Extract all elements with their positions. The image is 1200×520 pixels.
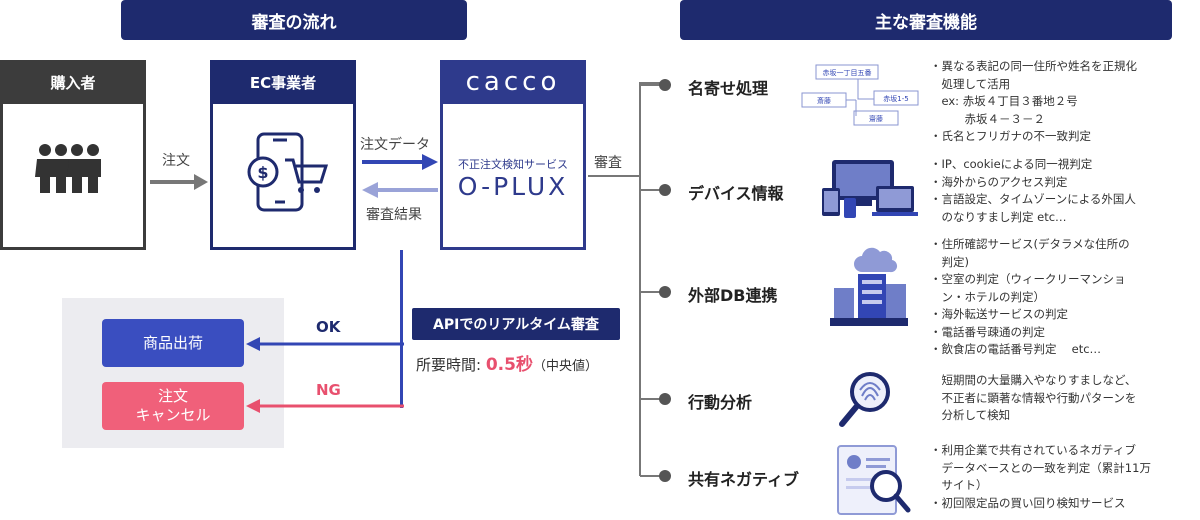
feature-dot-2 [659,184,671,196]
features-header: 主な審査機能 [680,0,1172,40]
order-data-label: 注文データ [360,137,430,153]
feature-desc-1: ・異なる表記の同一住所や姓名を正規化 処理して活用 ex: 赤坂４丁目３番地２号… [930,58,1192,146]
fingerprint-magnifier-icon [839,372,890,427]
feature-desc-line: 分析して検知 [930,408,1011,422]
feature-desc-3: ・住所確認サービス(デタラメな住所の 判定)・空室の判定（ウィークリーマンショ … [930,236,1192,359]
feature-desc-line: 処理して活用 [930,76,1011,91]
feature-desc-line: サイト） [930,478,988,492]
time-note: （中央値） [532,359,598,374]
feature-desc-line: データベースとの一致を判定（累計11万 [930,460,1151,475]
ship-button: 商品出荷 [102,319,244,367]
ec-header: EC事業者 [210,60,356,104]
feature-desc-line: のなりすまし判定 etc… [930,209,1067,224]
people-icon [35,144,101,193]
cancel-line2: キャンセル [135,406,211,424]
feature-connector-3 [640,291,666,293]
ng-label: NG [316,381,341,399]
service-subtitle: 不正注文検知サービス [458,158,568,171]
feature-desc-line: ・氏名とフリガナの不一致判定 [930,129,1091,143]
feature-connector-1 [640,84,666,86]
feature-desc-line: ・言語設定、タイムゾーンによる外国人 [930,192,1136,206]
cancel-line1: 注文 [157,387,188,405]
card-label-1: 赤坂一丁目五番 [823,68,872,77]
feature-connector-4 [640,398,666,400]
feature-desc-line: ・電話番号疎通の判定 [930,324,1045,339]
ok-label: OK [316,318,341,336]
feature-dot-4 [659,393,671,405]
feature-connector-2 [640,189,666,191]
feature-dot-1 [659,79,671,91]
feature-desc-line: ・空室の判定（ウィークリーマンショ [930,272,1126,286]
feature-desc-line: ・初回限定品の買い回り検知サービス [930,495,1126,510]
feature-dot-5 [659,470,671,482]
feature-title-3: 外部DB連携 [688,286,778,305]
ng-arrow [246,399,404,413]
card-label-2: 赤坂1-5 [883,94,908,103]
card-label-3: 斎藤 [817,96,831,105]
feature-desc-line: ・利用企業で共有されているネガティブ [930,443,1136,457]
feature-desc-5: ・利用企業で共有されているネガティブ データベースとの一致を判定（累計11万 サ… [930,442,1192,512]
buyer-header: 購入者 [0,60,146,104]
screening-line [588,175,640,177]
ok-arrow [246,337,404,351]
feature-desc-line: ・住所確認サービス(デタラメな住所の [930,237,1130,251]
feature-title-5: 共有ネガティブ [688,470,800,489]
feature-desc-line: 不正者に顕著な情報や行動パターンを [930,390,1137,405]
svg-text:$: $ [257,163,268,182]
shared-negative-icon [837,445,911,515]
feature-desc-line: ex: 赤坂４丁目３番地２号 [930,94,1078,108]
result-arrow [362,182,438,198]
cancel-button: 注文 キャンセル [102,382,244,430]
card-label-4: 齋藤 [869,114,883,123]
feature-desc-line: 赤坂４－３－２ [930,111,1045,126]
feature-connector-5 [640,475,666,477]
feature-title-2: デバイス情報 [688,184,784,203]
feature-desc-line: ・IP、cookieによる同一視判定 [930,157,1093,171]
time-label: 所要時間: [416,356,486,374]
feature-desc-2: ・IP、cookieによる同一視判定・海外からのアクセス判定・言語設定、タイムゾ… [930,156,1192,226]
time-value: 0.5秒 [485,355,533,375]
cacco-header: cacco [440,60,586,104]
feature-spine [639,82,641,476]
feature-desc-line: ・飲食店の電話番号判定 etc… [930,342,1102,356]
order-label: 注文 [162,153,190,169]
feature-desc-line: ・海外転送サービスの判定 [930,307,1068,321]
decision-line [400,250,403,408]
feature-desc-line: ・異なる表記の同一住所や姓名を正規化 [930,59,1137,73]
database-icon [830,247,908,326]
buyer-box [0,104,146,250]
spine-top-cap [639,82,661,84]
screening-label: 審査 [594,155,622,171]
feature-desc-line: ・海外からのアクセス判定 [930,174,1068,189]
oplux-box: 不正注文検知サービス O-PLUX [440,104,586,250]
order-data-arrow [362,154,438,170]
smartphone-cart-icon: $ [247,132,329,212]
result-label: 審査結果 [366,207,422,223]
order-arrow [150,174,208,190]
processing-time: 所要時間: 0.5秒（中央値） [416,350,598,375]
api-badge: APIでのリアルタイム審査 [412,308,620,340]
flow-header: 審査の流れ [121,0,467,40]
address-matching-icon: 赤坂一丁目五番 斎藤 赤坂1-5 齋藤 [801,64,919,126]
feature-title-1: 名寄せ処理 [688,79,769,98]
oplux-logo: O-PLUX [457,172,569,201]
feature-desc-4: 短期間の大量購入やなりすましなど、 不正者に顕著な情報や行動パターンを 分析して… [930,372,1192,425]
devices-icon [822,160,918,218]
feature-desc-line: 短期間の大量購入やなりすましなど、 [930,373,1137,387]
feature-desc-line: 判定) [930,254,969,269]
feature-desc-line: ン・ホテルの判定） [930,289,1045,304]
ec-box: $ [210,104,356,250]
cacco-logo: cacco [465,67,561,97]
feature-dot-3 [659,286,671,298]
feature-title-4: 行動分析 [688,393,753,412]
